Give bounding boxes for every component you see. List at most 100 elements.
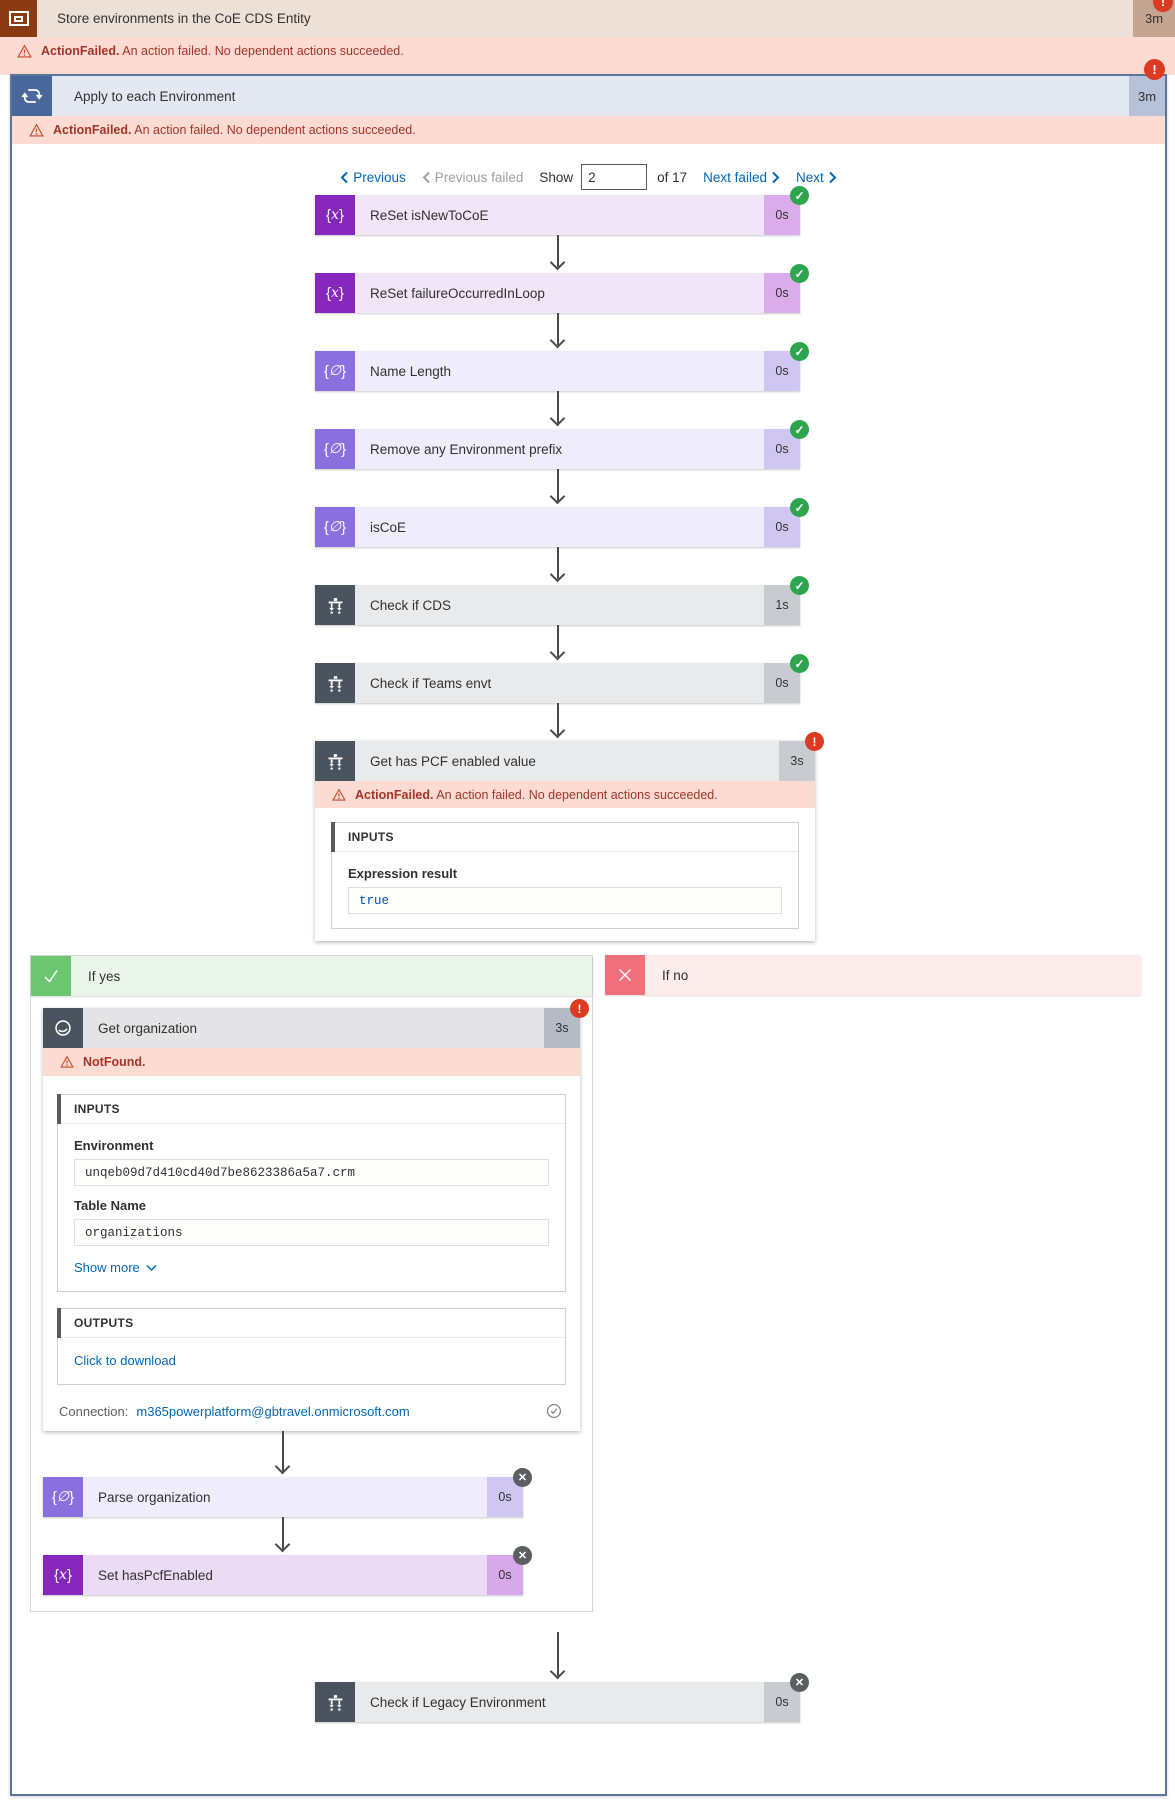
warning-icon xyxy=(17,44,32,58)
status-skipped-badge: ✕ xyxy=(513,1468,532,1487)
action-card-parse-organization[interactable]: {∅} Parse organization 0s ✕ xyxy=(43,1468,532,1517)
condition-branches: If yes ! Get organization 3s NotFo xyxy=(30,955,1165,1612)
x-icon xyxy=(605,955,645,995)
if-no-label: If no xyxy=(645,955,1141,995)
if-no-header[interactable]: If no xyxy=(605,955,1141,995)
condition-icon xyxy=(315,1682,355,1722)
apply-to-each-header[interactable]: Apply to each Environment 3m xyxy=(12,76,1165,116)
chevron-right-icon xyxy=(829,171,837,183)
action-header[interactable]: Get has PCF enabled value 3s xyxy=(315,741,815,781)
action-title: Set hasPcfEnabled xyxy=(83,1555,487,1595)
compose-icon: {∅} xyxy=(43,1477,83,1517)
status-skipped-badge: ✕ xyxy=(513,1546,532,1565)
action-title: isCoE xyxy=(355,507,764,547)
chevron-down-icon xyxy=(146,1264,157,1271)
action-card-get-organization: ! Get organization 3s NotFound. xyxy=(43,999,589,1431)
status-success-badge: ✓ xyxy=(790,654,809,673)
action-title: Remove any Environment prefix xyxy=(355,429,764,469)
action-error-bar: NotFound. xyxy=(43,1048,580,1076)
click-to-download-link[interactable]: Click to download xyxy=(74,1353,176,1368)
action-header[interactable]: Get organization 3s xyxy=(43,1008,580,1048)
action-title: Name Length xyxy=(355,351,764,391)
flow-title: Store environments in the CoE CDS Entity xyxy=(57,11,311,26)
action-card-set-haspcfenabled[interactable]: {x} Set hasPcfEnabled 0s ✕ xyxy=(43,1546,532,1595)
warning-icon xyxy=(332,788,346,801)
variable-icon: {x} xyxy=(43,1555,83,1595)
compose-icon: {∅} xyxy=(315,507,355,547)
action-title: Check if Legacy Environment xyxy=(355,1682,764,1722)
previous-button[interactable]: Previous xyxy=(340,170,406,185)
inputs-panel-title: INPUTS xyxy=(331,822,798,852)
show-label: Show xyxy=(539,169,574,185)
connector-arrow xyxy=(315,703,800,741)
outputs-panel: OUTPUTS Click to download xyxy=(57,1308,566,1385)
of-total-label: of 17 xyxy=(657,169,688,185)
connector-arrow xyxy=(315,469,800,507)
action-card-check-if-teams-envt[interactable]: Check if Teams envt 0s ✓ xyxy=(315,654,809,703)
connection-row: Connection: m365powerplatform@gbtravel.o… xyxy=(57,1397,566,1425)
flow-scope-header[interactable]: Store environments in the CoE CDS Entity… xyxy=(0,0,1175,37)
action-card-check-if-cds[interactable]: Check if CDS 1s ✓ xyxy=(315,576,809,625)
next-failed-button[interactable]: Next failed xyxy=(703,170,780,185)
action-card-reset-isnewtocoe[interactable]: {x} ReSet isNewToCoE 0s ✓ xyxy=(315,186,809,235)
connector-arrow xyxy=(315,313,800,351)
connector-arrow xyxy=(315,1632,800,1682)
table-name-value: organizations xyxy=(74,1219,549,1246)
variable-icon: {x} xyxy=(315,195,355,235)
error-text: ActionFailed. An action failed. No depen… xyxy=(355,787,718,802)
inputs-panel: INPUTS Environment unqeb09d7d410cd40d7be… xyxy=(57,1094,566,1292)
show-more-link[interactable]: Show more xyxy=(74,1260,157,1275)
variable-icon: {x} xyxy=(315,273,355,313)
connector-arrow xyxy=(315,625,800,663)
dataverse-icon xyxy=(43,1008,83,1048)
environment-label: Environment xyxy=(74,1138,154,1153)
previous-failed-button[interactable]: Previous failed xyxy=(422,170,523,185)
action-error-bar: ActionFailed. An action failed. No depen… xyxy=(315,781,815,808)
connection-valid-icon xyxy=(547,1404,561,1418)
connector-arrow xyxy=(315,547,800,585)
next-button[interactable]: Next xyxy=(796,170,837,185)
action-title: ReSet failureOccurredInLoop xyxy=(355,273,764,313)
action-title: ReSet isNewToCoE xyxy=(355,195,764,235)
status-failed-badge: ! xyxy=(805,732,824,751)
status-success-badge: ✓ xyxy=(790,498,809,517)
connection-account-link[interactable]: m365powerplatform@gbtravel.onmicrosoft.c… xyxy=(136,1403,410,1419)
if-yes-label: If yes xyxy=(71,956,592,996)
loop-error-bar: ActionFailed. An action failed. No depen… xyxy=(12,116,1165,144)
action-title: Parse organization xyxy=(83,1477,487,1517)
connector-arrow xyxy=(43,1431,523,1477)
status-success-badge: ✓ xyxy=(790,420,809,439)
action-title: Get organization xyxy=(83,1008,544,1048)
action-card-check-if-legacy-environment[interactable]: Check if Legacy Environment 0s ✕ xyxy=(315,1673,809,1722)
action-title: Check if Teams envt xyxy=(355,663,764,703)
inputs-panel-title: INPUTS xyxy=(57,1094,565,1124)
scope-icon xyxy=(0,0,37,37)
flow-error-badge: ! xyxy=(1153,0,1173,12)
if-no-branch: If no xyxy=(605,955,1141,995)
table-name-label: Table Name xyxy=(74,1198,147,1213)
action-card-remove-environment-prefix[interactable]: {∅} Remove any Environment prefix 0s ✓ xyxy=(315,420,809,469)
actions-column: {x} ReSet isNewToCoE 0s ✓ {x} ReSet fail… xyxy=(315,186,824,941)
warning-icon xyxy=(60,1055,74,1068)
outputs-panel-title: OUTPUTS xyxy=(57,1308,565,1338)
status-success-badge: ✓ xyxy=(790,264,809,283)
action-card-reset-failureoccurredinloop[interactable]: {x} ReSet failureOccurredInLoop 0s ✓ xyxy=(315,264,809,313)
apply-to-each-scope: ! Apply to each Environment 3m ActionFai… xyxy=(10,59,1167,1796)
flow-error-bar: ActionFailed. An action failed. No depen… xyxy=(0,37,1175,75)
action-card-iscoe[interactable]: {∅} isCoE 0s ✓ xyxy=(315,498,809,547)
expression-result-value: true xyxy=(348,887,782,914)
compose-icon: {∅} xyxy=(315,429,355,469)
connector-arrow xyxy=(315,391,800,429)
loop-error-badge: ! xyxy=(1144,59,1165,80)
connection-label: Connection: xyxy=(59,1403,129,1419)
if-yes-header[interactable]: If yes xyxy=(31,956,592,996)
if-yes-branch: If yes ! Get organization 3s NotFo xyxy=(30,955,593,1612)
error-text: ActionFailed. An action failed. No depen… xyxy=(41,44,404,58)
action-title: Get has PCF enabled value xyxy=(355,741,779,781)
action-card-name-length[interactable]: {∅} Name Length 0s ✓ xyxy=(315,342,809,391)
apply-to-each-title: Apply to each Environment xyxy=(74,88,236,104)
compose-icon: {∅} xyxy=(315,351,355,391)
condition-icon xyxy=(315,663,355,703)
iteration-input[interactable] xyxy=(581,164,648,190)
inputs-panel: INPUTS Expression result true xyxy=(331,822,799,929)
